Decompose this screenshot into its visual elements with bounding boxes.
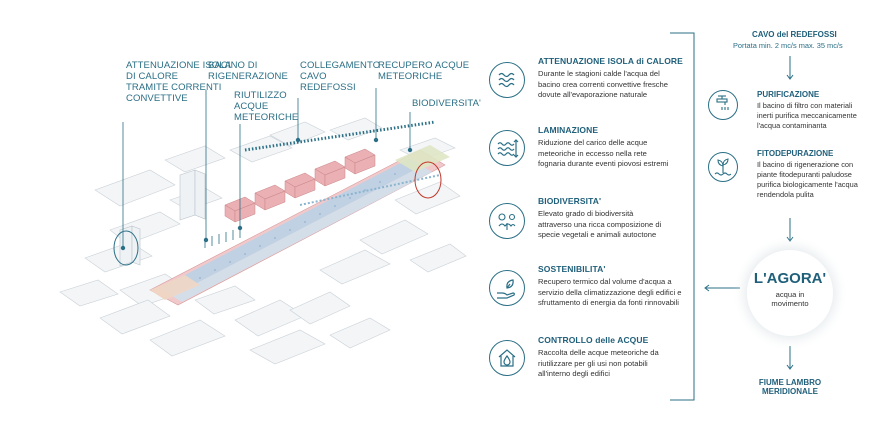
biodiversity-icon — [489, 203, 525, 239]
feature-desc: Riduzione del carico delle acque meteori… — [538, 138, 668, 170]
fitodepurazione-desc-line: rendendola pulita — [757, 190, 814, 199]
callout-attenuazione-line: DI CALORE — [126, 71, 179, 82]
purificazione-desc: Il bacino di filtro con materiali inerti… — [757, 101, 857, 131]
feature-desc-line: fognaria durante eventi piovosi estremi — [538, 159, 669, 168]
fitodepurazione-desc-line: Il bacino di rigenerazione con — [757, 160, 854, 169]
site-axonometric-drawing — [59, 88, 467, 365]
fiume-label-line: FIUME LAMBRO — [758, 378, 822, 387]
feature-desc-line: Riduzione del carico delle acque — [538, 138, 648, 147]
cavo-title: CAVO del REDEFOSSI — [752, 30, 837, 39]
callout-attenuazione: ATTENUAZIONE ISOLA DI CALORE TRAMITE COR… — [126, 60, 231, 104]
callout-attenuazione-line: ATTENUAZIONE ISOLA — [126, 60, 232, 71]
feature-desc-line: Durante le stagioni calde l'acqua del — [538, 69, 660, 78]
feature-desc-line: specie vegetali e animali autoctone — [538, 230, 657, 239]
feature-title: SOSTENIBILITA' — [538, 264, 606, 274]
feature-desc-line: Raccolta delle acque meteoriche da — [538, 348, 659, 357]
heat-waves-icon — [489, 62, 525, 98]
feature-desc-line: servizio della climatizzazione degli edi… — [538, 287, 682, 297]
cavo-subtitle: Portata min. 2 mc/s max. 35 mc/s — [733, 41, 843, 50]
feature-desc: Raccolta delle acque meteoriche da riuti… — [538, 348, 659, 380]
callout-riutilizzo: RIUTILIZZO ACQUE METEORICHE — [234, 90, 298, 123]
fitodepurazione-desc: Il bacino di rigenerazione con piante fi… — [757, 160, 858, 200]
feature-desc-line: Recupero termico dal volume d'acqua a — [538, 277, 672, 286]
callout-recupero: RECUPERO ACQUE METEORICHE — [378, 60, 469, 82]
callout-bacino: BACINO DI RIGENERAZIONE — [208, 60, 288, 82]
feature-desc-line: Elevato grado di biodiversità — [538, 209, 634, 218]
feature-desc-line: sfruttamento di energia da fonti rinnova… — [538, 298, 679, 307]
callout-collegamento-line: REDEFOSSI — [300, 82, 356, 93]
bracket-line — [670, 32, 695, 401]
feature-desc-line: all'interno degli edifici — [538, 369, 610, 378]
fitodepurazione-title: FITODEPURAZIONE — [757, 149, 834, 158]
fiume-label-line: MERIDIONALE — [762, 387, 818, 396]
feature-desc-line: meteoriche in eccesso nella rete — [538, 148, 647, 158]
feature-desc-line: attraverso una ricca composizione di — [538, 219, 662, 229]
feature-desc-line: dovute all'evaporazione naturale — [538, 90, 648, 99]
feature-title: LAMINAZIONE — [538, 125, 599, 135]
purificazione-desc-line: inerti purifica meccanicamente — [757, 111, 857, 120]
agora-circle: L'AGORA' acqua in movimento — [747, 250, 833, 336]
agora-subtitle-line: acqua in — [775, 290, 805, 299]
purificazione-title: PURIFICAZIONE — [757, 90, 820, 99]
callout-biodiversita-line: BIODIVERSITA' — [412, 98, 481, 109]
callout-bacino-line: BACINO DI — [208, 60, 258, 71]
feature-desc: Elevato grado di biodiversità attraverso… — [538, 209, 661, 241]
feature-desc-line: bacino crea correnti convettive fresche — [538, 79, 669, 89]
fitodepurazione-desc-line: piante fitodepuranti paludose — [757, 170, 852, 179]
fitodepurazione-desc-line: purifica biologicamente l'acqua — [757, 180, 858, 189]
feature-desc-line: riutilizzare per gli usi non potabili — [538, 358, 648, 368]
feature-title: CONTROLLO delle ACQUE — [538, 335, 649, 345]
purificazione-desc-line: Il bacino di filtro con materiali — [757, 101, 853, 110]
purificazione-desc-line: l'acqua contaminanta — [757, 121, 827, 130]
callout-bacino-line: RIGENERAZIONE — [208, 71, 288, 82]
feature-desc: Durante le stagioni calde l'acqua del ba… — [538, 69, 668, 101]
callout-attenuazione-line: TRAMITE CORRENTI — [126, 82, 222, 93]
callout-recupero-line: METEORICHE — [378, 71, 443, 82]
fiume-label: FIUME LAMBRO MERIDIONALE — [740, 378, 840, 396]
callout-riutilizzo-line: METEORICHE — [234, 112, 299, 123]
callout-riutilizzo-line: ACQUE — [234, 101, 269, 112]
callout-biodiversita: BIODIVERSITA' — [412, 98, 481, 109]
callout-attenuazione-line: CONVETTIVE — [126, 93, 188, 104]
flow-arrows — [704, 56, 794, 370]
feature-title: ATTENUAZIONE ISOLA di CALORE — [538, 56, 683, 66]
callout-collegamento-line: COLLEGAMENTO — [300, 60, 381, 71]
house-drop-icon — [489, 340, 525, 376]
feature-title: BIODIVERSITA' — [538, 196, 602, 206]
agora-title: L'AGORA' — [753, 270, 827, 287]
callout-collegamento-line: CAVO — [300, 71, 327, 82]
hand-leaf-icon — [489, 270, 525, 306]
callout-recupero-line: RECUPERO ACQUE — [378, 60, 470, 71]
callout-collegamento: COLLEGAMENTO CAVO REDEFOSSI — [300, 60, 380, 93]
agora-subtitle-line: movimento — [771, 299, 809, 308]
feature-desc: Recupero termico dal volume d'acqua a se… — [538, 277, 682, 309]
plant-icon — [708, 152, 738, 182]
callout-riutilizzo-line: RIUTILIZZO — [234, 90, 287, 101]
faucet-icon — [708, 90, 738, 120]
water-level-icon — [489, 130, 525, 166]
